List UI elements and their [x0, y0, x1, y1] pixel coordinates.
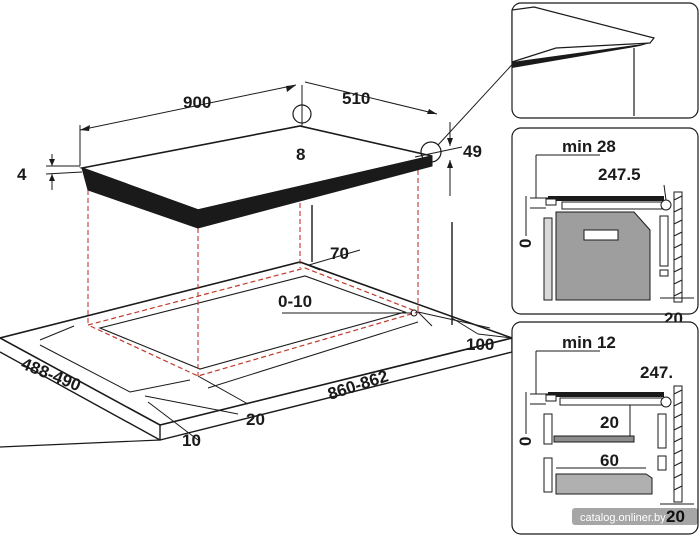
countertop [0, 261, 515, 426]
panel-drawer-install: min 12 247. 20 60 0 20 [511, 321, 699, 535]
drawer-min-label: min 12 [562, 333, 616, 352]
drawer-zero-label: 0 [516, 437, 535, 446]
drawer-height-label: 247. [640, 363, 673, 382]
drawer-gap-label: 20 [600, 413, 619, 432]
hob-side-face [197, 155, 433, 229]
label-front-margin: 10 [182, 431, 201, 450]
label-width: 900 [183, 93, 211, 112]
cutout-inner [98, 275, 407, 370]
label-corner-detail: 49 [463, 142, 482, 161]
drawer-width-label: 60 [600, 451, 619, 470]
label-center: 8 [296, 145, 305, 164]
drawer-wall-label: 20 [666, 507, 685, 526]
label-clearance-right: 100 [466, 335, 494, 354]
oven-height-label: 247.5 [598, 165, 641, 184]
label-edge-tolerance: 0-10 [278, 292, 312, 311]
watermark-text: catalog.onliner.by [580, 512, 666, 524]
oven-min-label: min 28 [562, 137, 616, 156]
oven-zero-label: 0 [516, 239, 535, 248]
watermark: catalog.onliner.by [572, 508, 698, 525]
panel-oven-install: min 28 247.5 0 20 [511, 127, 699, 328]
detail-circle-corner [420, 141, 442, 163]
label-front-gap: 20 [246, 410, 265, 429]
label-depth: 510 [342, 89, 370, 108]
label-cutout-offset: 70 [330, 244, 349, 263]
corner-detail-inset [511, 2, 699, 119]
main-perspective-view: 900 510 8 49 4 70 0-10 [0, 55, 521, 450]
label-thickness: 4 [17, 165, 27, 184]
